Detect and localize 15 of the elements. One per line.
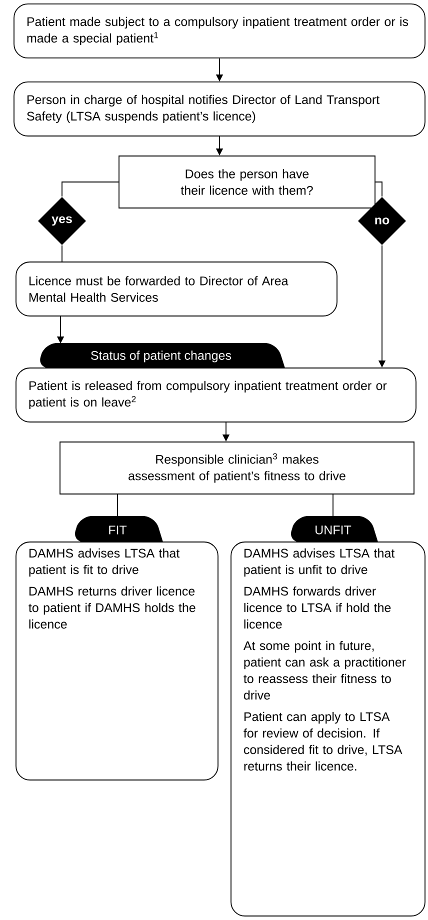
- heading-tab: UNFIT: [291, 516, 378, 542]
- process-box: Patient is released from compulsory inpatient treatment order or patient is on leave$^{2}$: [16, 368, 416, 422]
- connector-line: [62, 182, 119, 197]
- process-box: Patient made subject to a compulsory inpatient treatment order or is made a special patient$^{1}$: [14, 4, 426, 58]
- question-box: Does the person have their licence with them?: [118, 156, 376, 208]
- process-box: Licence must be forwarded to Director of Area Mental Health Services: [16, 262, 338, 316]
- heading-tab: FIT: [75, 516, 163, 542]
- process-box: Person in charge of hospital notifies Director of Land Transport Safety (LTSA suspends patient’s licence): [14, 82, 426, 136]
- heading-tab: Status of patient changes: [40, 343, 285, 368]
- question-box: Responsible clinician$^{3}$ makes assessment of patient’s fitness to drive: [60, 442, 414, 494]
- connector-line: [332, 494, 334, 517]
- connector-line: [117, 494, 118, 517]
- outcome-box: DAMHS advises LTSA that patient is unfit to drive DAMHS forwards driver licence to LTSA if hold the licence At some point in future, patient can ask a practitioner to reassess their fitness to drive Patient can apply to LTSA for review of decision. If considered fit to drive, LTSA returns their licence.: [230, 542, 426, 916]
- outcome-box: DAMHS advises LTSA that patient is fit to drive DAMHS returns driver licence to patient if DAMHS holds the licence: [16, 542, 218, 780]
- connector-line: [375, 182, 382, 197]
